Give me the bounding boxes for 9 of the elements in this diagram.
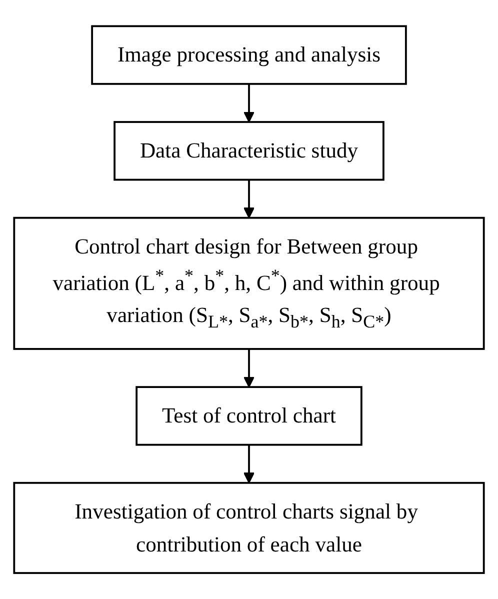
arrow [243,180,255,218]
arrow [243,84,255,122]
node-box: Investigation of control charts signal by contribution of each value [13,482,485,574]
node-box: Control chart design for Between group variation (L$^{*}$, a$^{*}$, b$^{*}$, h, C$^{*}$) and within group variation (S$_{L*}$, S$_{a*}$, S$_{b*}$, S$_{h}$, S$_{C*}$) [13,216,485,350]
node-box: Image processing and analysis [91,25,407,85]
node-box: Data Characteristic study [114,120,384,181]
arrow [243,348,255,388]
arrow [243,444,255,484]
node-box: Test of control chart [136,386,362,446]
